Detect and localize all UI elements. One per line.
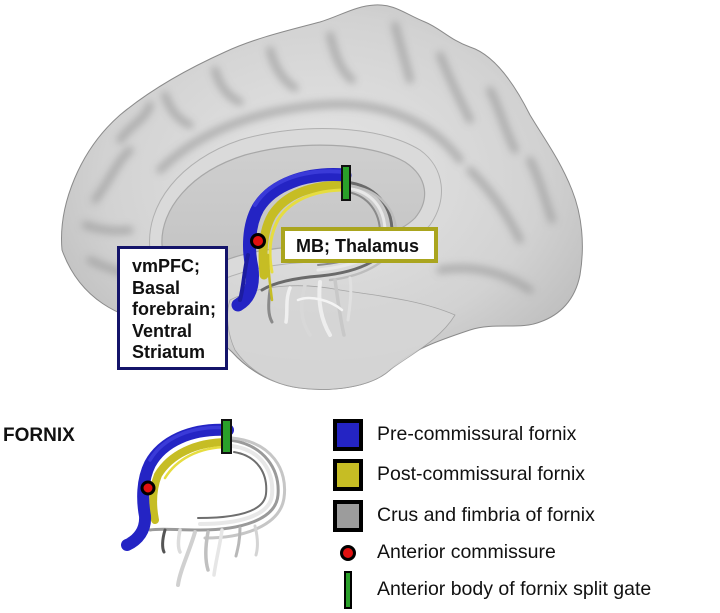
small-fornix-crus-fimbria xyxy=(148,436,287,587)
legend-item-split-gate: Anterior body of fornix split gate xyxy=(333,571,720,609)
legend-item-anterior-commissure: Anterior commissure xyxy=(333,537,720,569)
small-fornix-post-commissural xyxy=(149,438,232,524)
legend-label: Anterior commissure xyxy=(377,541,556,563)
legend-label: Crus and fimbria of fornix xyxy=(377,504,595,526)
large-split-gate-bar xyxy=(341,165,351,201)
vmpfc-line: Ventral xyxy=(132,320,193,341)
yellow-swatch-icon xyxy=(333,459,363,491)
green-bar-icon xyxy=(344,571,352,609)
legend-item-post-commissural: Post-commissural fornix xyxy=(333,459,720,491)
large-fornix-post-commissural xyxy=(258,180,350,302)
legend-item-pre-commissural: Pre-commissural fornix xyxy=(333,419,720,451)
large-anterior-commissure-dot xyxy=(250,233,266,249)
sulci-shading xyxy=(81,21,556,294)
vmpfc-line: Striatum xyxy=(132,342,206,362)
vmpfc-line: Basal xyxy=(132,277,181,298)
mb-thalamus-label: MB; Thalamus xyxy=(296,236,420,256)
small-split-gate-bar xyxy=(221,419,232,454)
legend-label: Anterior body of fornix split gate xyxy=(377,578,652,600)
legend-item-crus-fimbria: Crus and fimbria of fornix xyxy=(333,500,720,532)
mb-thalamus-label-box: MB; Thalamus xyxy=(281,227,438,263)
large-fornix-pre-commissural xyxy=(231,168,352,312)
vmpfc-line: vmPFC; xyxy=(132,256,201,276)
legend-label: Post-commissural fornix xyxy=(377,463,586,485)
small-anterior-commissure-dot xyxy=(140,480,156,496)
vmpfc-label-box: vmPFC; Basal forebrain; Ventral Striatum xyxy=(117,246,228,370)
legend-label: Pre-commissural fornix xyxy=(377,423,577,445)
fornix-title: FORNIX xyxy=(3,425,75,446)
blue-swatch-icon xyxy=(333,419,363,451)
gray-swatch-icon xyxy=(333,500,363,532)
vmpfc-line: forebrain; xyxy=(132,299,217,319)
red-dot-icon xyxy=(340,545,356,561)
